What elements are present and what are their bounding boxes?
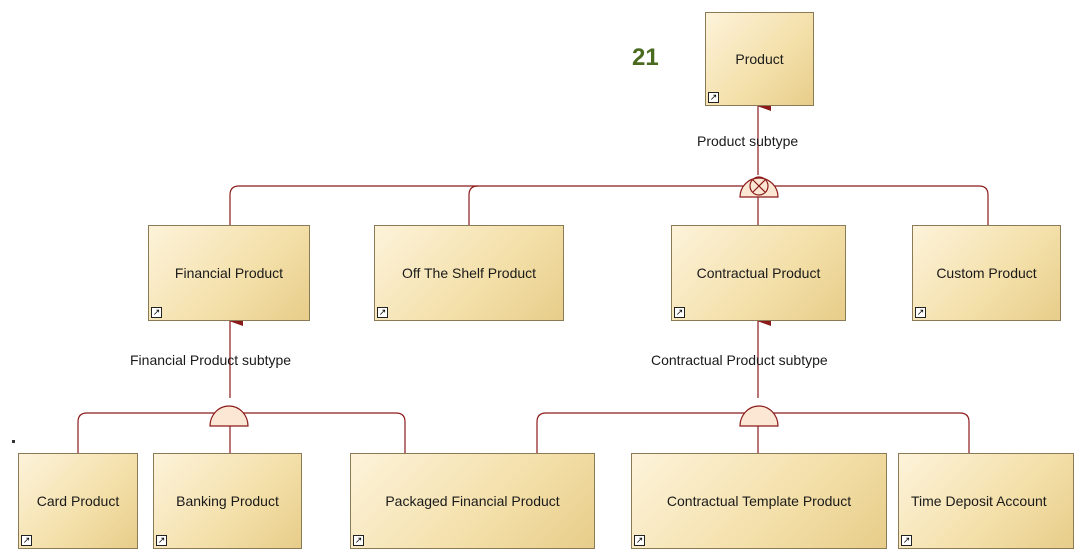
edge-label-product-subtype: Product subtype <box>697 133 799 149</box>
node-banking-product[interactable]: Banking Product ↗ <box>153 453 302 549</box>
node-card-product[interactable]: Card Product ↗ <box>18 453 138 549</box>
connector-packaged-financial-product <box>230 412 406 453</box>
shortcut-arrow-icon: ↗ <box>674 307 685 318</box>
node-label: Card Product <box>36 493 120 509</box>
node-off-the-shelf-product[interactable]: Off The Shelf Product ↗ <box>374 225 564 321</box>
node-product[interactable]: Product ↗ <box>705 12 814 106</box>
node-label: Product <box>735 51 784 67</box>
node-label: Banking Product <box>176 493 279 509</box>
node-label: Financial Product <box>174 265 284 281</box>
node-time-deposit-account[interactable]: Time Deposit Account ↗ <box>898 453 1074 549</box>
half-circle-icon <box>209 405 249 427</box>
node-label: Off The Shelf Product <box>401 265 537 281</box>
node-custom-product[interactable]: Custom Product ↗ <box>912 225 1061 321</box>
connector-card-product <box>77 412 230 453</box>
edge-label-financial-product-subtype: Financial Product subtype <box>130 352 292 368</box>
node-financial-product[interactable]: Financial Product ↗ <box>148 225 310 321</box>
shortcut-arrow-icon: ↗ <box>151 307 162 318</box>
shortcut-arrow-icon: ↗ <box>156 535 167 546</box>
node-contractual-product[interactable]: Contractual Product ↗ <box>671 225 846 321</box>
node-label: Contractual Product <box>696 265 821 281</box>
shortcut-arrow-icon: ↗ <box>634 535 645 546</box>
edge-label-contractual-product-subtype: Contractual Product subtype <box>651 352 828 368</box>
shortcut-arrow-icon: ↗ <box>21 535 32 546</box>
marker-dot <box>12 440 15 443</box>
connector-custom-product <box>758 185 989 225</box>
connector-off-the-shelf-product <box>468 185 479 225</box>
connector-time-deposit-account <box>758 412 970 453</box>
shortcut-arrow-icon: ↗ <box>915 307 926 318</box>
shortcut-arrow-icon: ↗ <box>901 535 912 546</box>
connector-packaged-to-contractual <box>536 412 758 453</box>
node-packaged-financial-product[interactable]: Packaged Financial Product ↗ <box>350 453 595 549</box>
circle-x-icon <box>739 176 779 198</box>
node-label: Time Deposit Account <box>911 493 1047 509</box>
node-label: Packaged Financial Product <box>385 493 560 509</box>
half-circle-icon <box>739 405 779 427</box>
shortcut-arrow-icon: ↗ <box>708 92 719 103</box>
shortcut-arrow-icon: ↗ <box>377 307 388 318</box>
node-label: Custom Product <box>936 265 1037 281</box>
node-label: Contractual Template Product <box>666 493 852 509</box>
connector-financial-product <box>229 185 758 225</box>
page-number: 21 <box>632 44 659 71</box>
node-contractual-template-product[interactable]: Contractual Template Product ↗ <box>631 453 887 549</box>
shortcut-arrow-icon: ↗ <box>353 535 364 546</box>
